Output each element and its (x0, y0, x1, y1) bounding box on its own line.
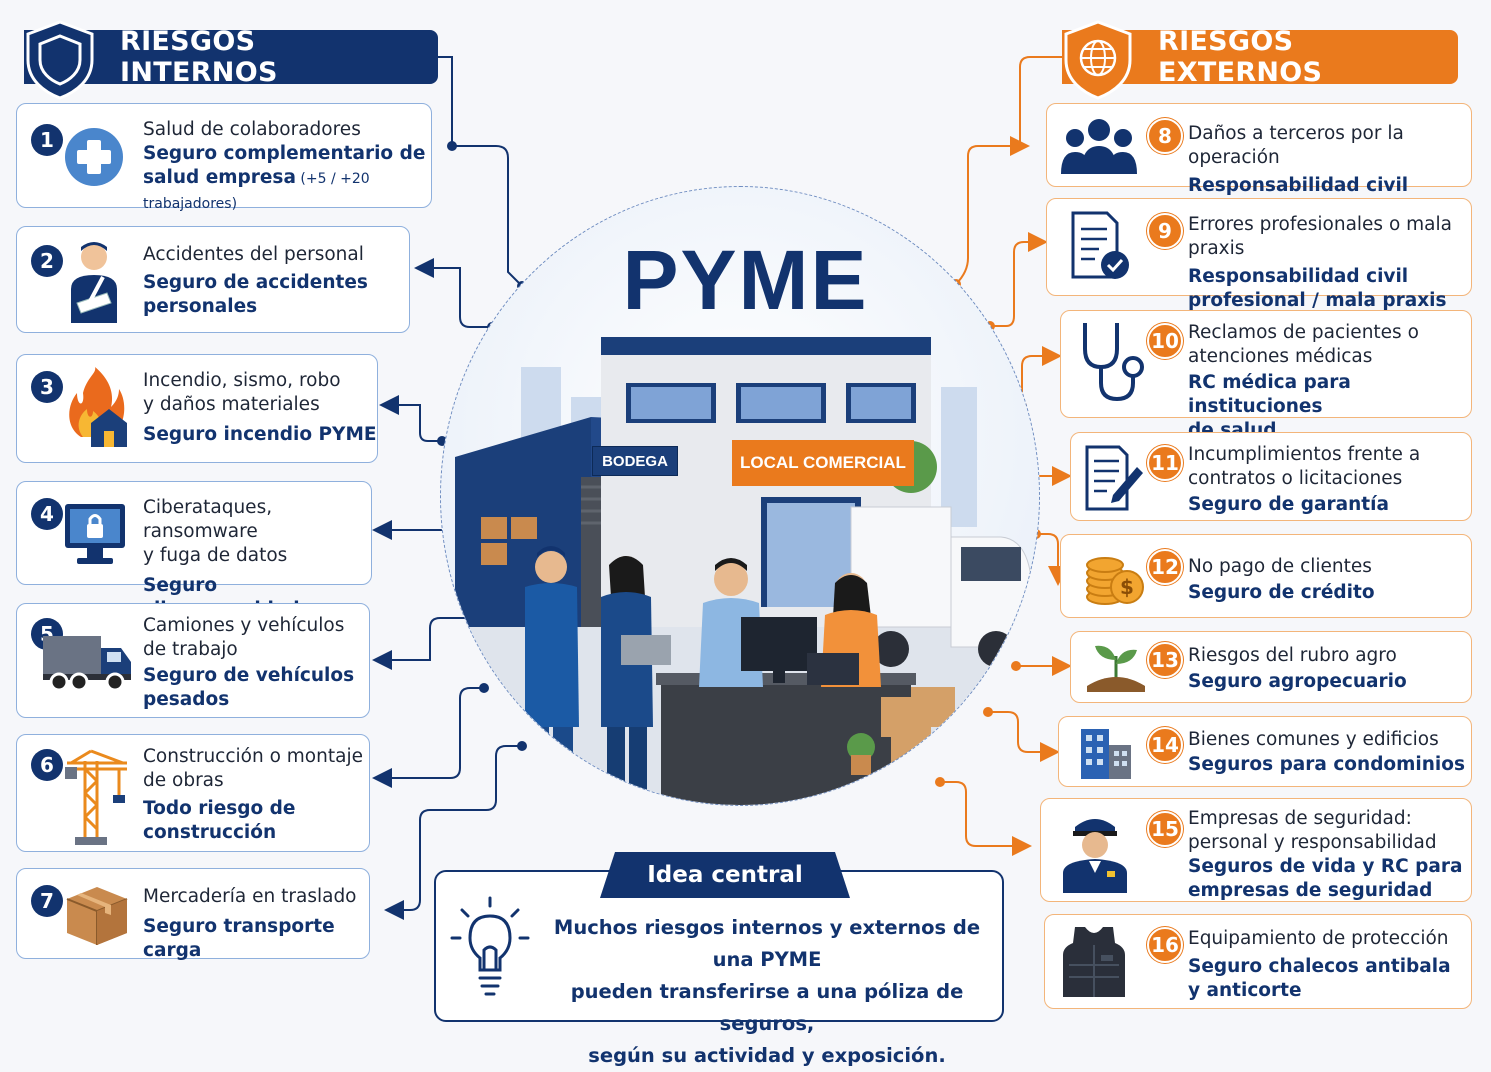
crane-icon (65, 749, 127, 845)
risk-label: Equipamiento de protección (1188, 928, 1449, 949)
risk-label: Riesgos del rubro agro (1188, 645, 1397, 666)
risk-label: Salud de colaboradores (143, 119, 361, 140)
external-risk-card-11: 11 Incumplimientos frente a contratos o … (1070, 432, 1472, 521)
vest-icon (1063, 927, 1125, 997)
business-scene-illustration (441, 337, 1039, 805)
risk-number: 12 (1147, 549, 1183, 585)
shield-icon (26, 20, 94, 100)
risk-number: 11 (1147, 445, 1183, 481)
risk-number: 8 (1147, 118, 1183, 154)
people-group-icon (1061, 119, 1137, 174)
stethoscope-icon (1083, 323, 1144, 402)
external-risk-card-8: 8 Daños a terceros por la operación Resp… (1046, 103, 1472, 220)
warehouse-sign: BODEGA (592, 446, 678, 476)
risk-number: 10 (1147, 323, 1183, 359)
idea-central-title: Idea central (600, 852, 850, 898)
internal-risk-card-6: 6 Construcción o montaje de obras Todo r… (16, 734, 370, 852)
pyme-center-circle (440, 186, 1040, 806)
health-cross-icon (65, 128, 123, 186)
insurance-label: Seguros para condominios (1188, 754, 1465, 775)
risk-number: 15 (1147, 811, 1183, 847)
insurance-label: Seguro transporte carga (143, 916, 335, 961)
contract-pen-icon (1085, 445, 1143, 511)
external-risk-card-12: $ 12 No pago de clientes Seguro de crédi… (1060, 534, 1472, 618)
insurance-label: Seguro agropecuario (1188, 671, 1407, 692)
risk-label: Incendio, sismo, robo y daños materiales (143, 370, 341, 415)
insurance-label: Seguro de accidentes personales (143, 272, 368, 317)
insurance-label: Seguro incendio PYME (143, 424, 377, 445)
security-guard-icon (1063, 819, 1127, 893)
insurance-note: (+5 / +20 trabajadores) (143, 171, 370, 212)
risk-number: 3 (31, 371, 63, 403)
document-check-icon (1071, 211, 1129, 279)
risk-number: 2 (31, 245, 63, 277)
risk-label: Empresas de seguridad: personal y respon… (1188, 808, 1437, 853)
insurance-label: Seguro de crédito (1188, 582, 1375, 603)
internal-risk-card-4: 4 Ciberataques, ransomware y fuga de dat… (16, 481, 372, 620)
coins-icon: $ (1086, 557, 1144, 605)
internal-risk-card-3: 3 Incendio, sismo, robo y daños material… (16, 354, 378, 463)
risk-number: 1 (31, 124, 63, 156)
risk-number: 16 (1147, 927, 1183, 963)
risk-label: Construcción o montaje de obras (143, 746, 363, 791)
risk-label: Bienes comunes y edificios (1188, 729, 1439, 750)
risk-number: 4 (31, 498, 63, 530)
insurance-label: Responsabilidad civil profesional / mala… (1188, 266, 1447, 311)
insurance-label: Todo riesgo de construcción (143, 798, 296, 843)
risk-number: 13 (1147, 642, 1183, 678)
globe-shield-icon (1064, 20, 1132, 100)
insurance-label: Seguro complementario de salud empresa (143, 143, 426, 188)
truck-icon (43, 636, 131, 692)
store-sign: LOCAL COMERCIAL (732, 440, 914, 486)
cargo-box-icon (66, 887, 128, 945)
insurance-label: Seguro chalecos antibala y anticorte (1188, 956, 1451, 1001)
risk-label: Camiones y vehículos de trabajo (143, 615, 345, 660)
svg-text:$: $ (1120, 575, 1134, 599)
internal-risk-card-5: 5 Camiones y vehículos de trabajo Seguro… (16, 603, 370, 718)
risk-number: 6 (31, 749, 63, 781)
buildings-icon (1081, 729, 1131, 779)
risk-number: 9 (1147, 213, 1183, 249)
external-risk-card-10: 10 Reclamos de pacientes o atenciones mé… (1060, 310, 1472, 441)
insurance-label: Seguro de garantía (1188, 494, 1389, 515)
risk-number: 7 (31, 885, 63, 917)
risk-label: Incumplimientos frente a contratos o lic… (1188, 444, 1421, 489)
risk-label: Mercadería en traslado (143, 886, 357, 907)
insurance-label: Seguros de vida y RC para empresas de se… (1188, 856, 1463, 901)
internal-risks-header: RIESGOS INTERNOS (24, 20, 438, 100)
external-risks-header: RIESGOS EXTERNOS (1062, 20, 1458, 100)
risk-label: No pago de clientes (1188, 556, 1372, 577)
injured-worker-icon (71, 242, 117, 323)
risk-label: Errores profesionales o mala praxis (1188, 214, 1452, 259)
insurance-label: Seguro de vehículos pesados (143, 665, 355, 710)
fire-house-icon (69, 367, 127, 447)
risk-label: Reclamos de pacientes o atenciones médic… (1188, 322, 1419, 367)
risk-label: Accidentes del personal (143, 244, 364, 265)
monitor-lock-icon (65, 504, 125, 564)
external-risk-card-15: 15 Empresas de seguridad: personal y res… (1040, 798, 1472, 902)
risk-label: Ciberataques, ransomware y fuga de datos (143, 497, 288, 566)
risk-label: Daños a terceros por la operación (1188, 123, 1404, 168)
external-risk-card-9: 9 Errores profesionales o mala praxis Re… (1046, 198, 1472, 311)
internal-risk-card-2: 2 Accidentes del personal Seguro de acci… (16, 226, 410, 333)
external-risk-card-13: 13 Riesgos del rubro agro Seguro agropec… (1070, 631, 1472, 703)
idea-central-text: Muchos riesgos internos y externos de un… (553, 916, 981, 1067)
internal-risk-card-1: 1 Salud de colaboradores Seguro compleme… (16, 103, 432, 212)
external-risk-card-16: 16 Equipamiento de protección Seguro cha… (1044, 914, 1472, 1009)
internal-risk-card-7: 7 Mercadería en traslado Seguro transpor… (16, 868, 370, 961)
pyme-title: PYME (622, 233, 869, 327)
external-risk-card-14: 14 Bienes comunes y edificios Seguros pa… (1058, 716, 1472, 787)
risk-number: 14 (1147, 727, 1183, 763)
lightbulb-icon (450, 896, 530, 996)
sprout-icon (1087, 645, 1145, 692)
